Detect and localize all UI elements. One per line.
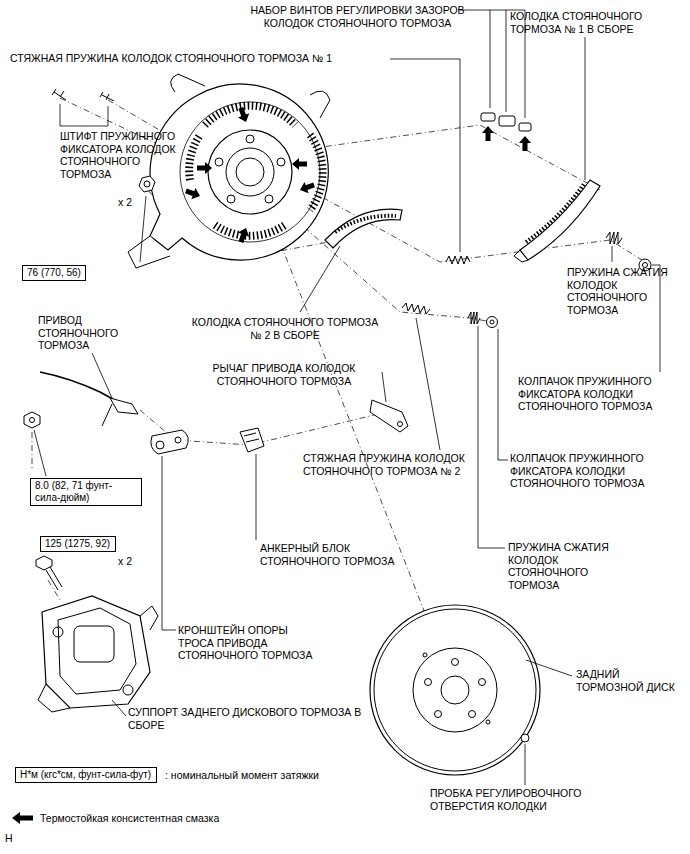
grease-arrow-symbol <box>12 812 34 824</box>
torque-box: 76 (770, 56) <box>22 265 86 281</box>
part-label: СУППОРТ ЗАДНЕГО ДИСКОВОГО ТОРМОЗА В СБОР… <box>128 706 368 731</box>
part-label: КРОНШТЕЙН ОПОРЫ ТРОСА ПРИВОДА СТОЯНОЧНОГ… <box>178 624 316 662</box>
note-text: : номинальный момент затяжки <box>165 769 365 782</box>
torque-box: 8.0 (82, 71 фунт-сила-дюйм) <box>30 478 142 506</box>
part-label: КОЛОДКА СТОЯНОЧНОГО ТОРМОЗА № 1 В СБОРЕ <box>510 10 675 35</box>
torque-value: 8.0 (82, 71 фунт-сила-дюйм) <box>35 480 137 504</box>
part-label: АНКЕРНЫЙ БЛОК СТОЯНОЧНОГО ТОРМОЗА <box>260 542 405 567</box>
part-label: КОЛПАЧОК ПРУЖИННОГО ФИКСАТОРА КОЛОДКИ СТ… <box>510 452 685 490</box>
part-label: КОЛОДКА СТОЯНОЧНОГО ТОРМОЗА № 2 В СБОРЕ <box>185 316 385 341</box>
part-label: ЗАДНИЙ ТОРМОЗНОЙ ДИСК <box>576 668 681 693</box>
legend-text: Термостойкая консистентная смазка <box>40 812 219 825</box>
quantity-label: x 2 <box>118 196 148 209</box>
part-label: ШТИФТ ПРУЖИННОГО ФИКСАТОРА КОЛОДОК СТОЯН… <box>60 130 188 180</box>
torque-value: Н*м (кгс*см, фунт-сила-фут) <box>20 769 152 781</box>
torque-value: 76 (770, 56) <box>27 267 81 279</box>
part-label: СТЯЖНАЯ ПРУЖИНА КОЛОДОК СТОЯНОЧНОГО ТОРМ… <box>303 452 503 477</box>
part-label: ПРУЖИНА СЖАТИЯ КОЛОДОК СТОЯНОЧНОГО ТОРМО… <box>508 541 630 591</box>
part-label: РЫЧАГ ПРИВОДА КОЛОДОК СТОЯНОЧНОГО ТОРМОЗ… <box>178 362 390 387</box>
part-label: СТЯЖНАЯ ПРУЖИНА КОЛОДОК СТОЯНОЧНОГО ТОРМ… <box>10 52 410 65</box>
quantity-label: x 2 <box>118 555 148 568</box>
unit-key-box: Н*м (кгс*см, фунт-сила-фут) <box>15 767 157 783</box>
part-label: ПРИВОД СТОЯНОЧНОГО ТОРМОЗА <box>38 314 138 352</box>
torque-value: 125 (1275, 92) <box>45 538 111 550</box>
part-label: КОЛПАЧОК ПРУЖИННОГО ФИКСАТОРА КОЛОДКИ СТ… <box>518 375 688 413</box>
part-label: НАБОР ВИНТОВ РЕГУЛИРОВКИ ЗАЗОРОВ КОЛОДОК… <box>250 4 465 29</box>
part-label: ПРОБКА РЕГУЛИРОВОЧНОГО ОТВЕРСТИЯ КОЛОДКИ <box>430 787 640 812</box>
legend-entry: Термостойкая консистентная смазка <box>12 812 219 825</box>
torque-box: 125 (1275, 92) <box>40 536 116 552</box>
part-label: ПРУЖИНА СЖАТИЯ КОЛОДОК СТОЯНОЧНОГО ТОРМО… <box>567 266 687 316</box>
figure-id: H <box>5 832 25 845</box>
